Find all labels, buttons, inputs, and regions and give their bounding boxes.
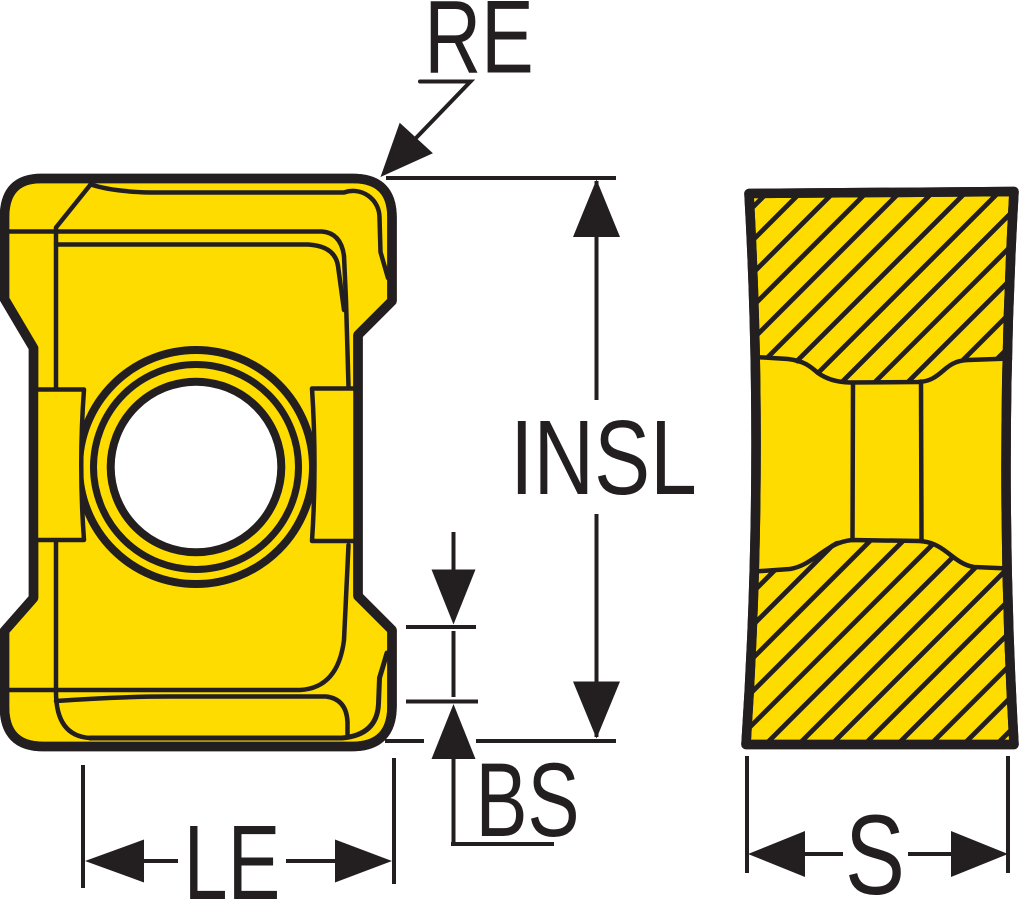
svg-text:BS: BS [475,741,579,859]
svg-text:S: S [845,792,905,899]
svg-text:RE: RE [424,0,533,95]
svg-text:INSL: INSL [510,399,697,518]
svg-text:LE: LE [184,803,281,899]
